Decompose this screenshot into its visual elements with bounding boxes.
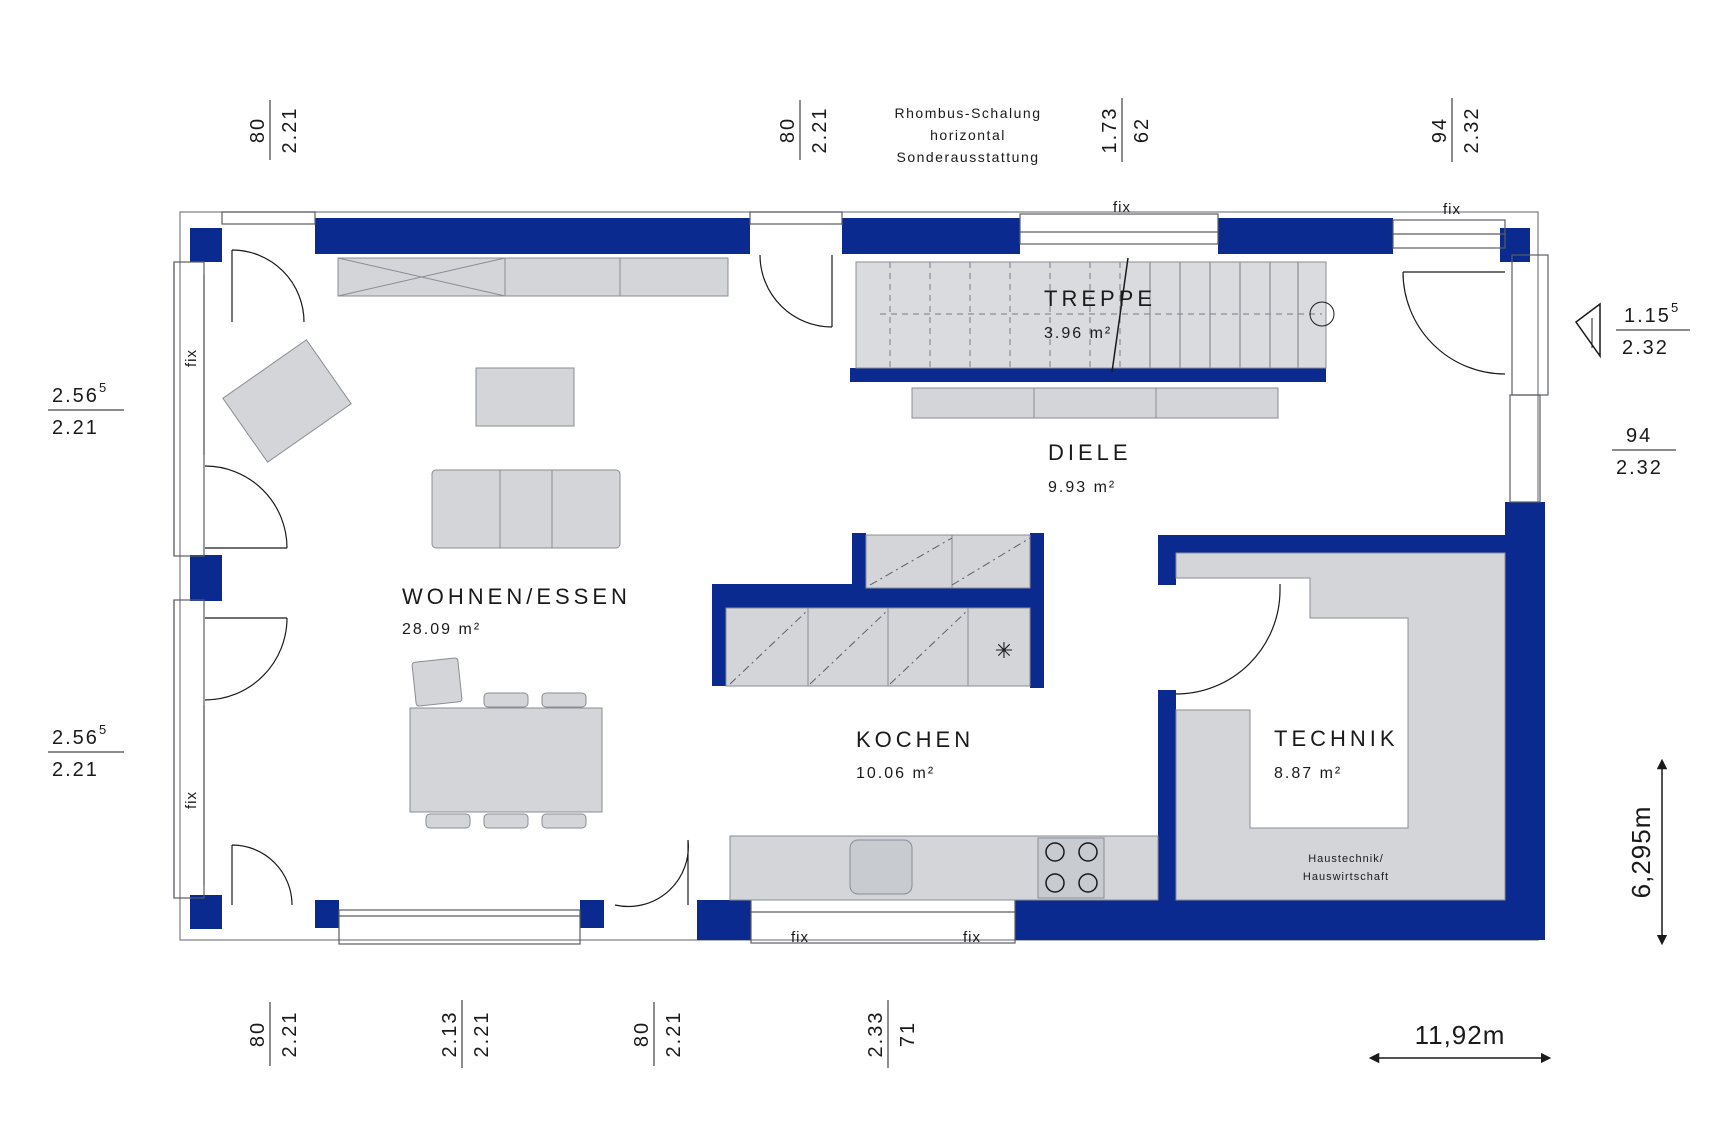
- facade-note-line-1: Rhombus-Schalung: [895, 105, 1042, 121]
- room-area-kochen: 10.06 m²: [856, 765, 935, 782]
- room-name-wohnen: WOHNEN/ESSEN: [402, 584, 631, 609]
- dim-left-1-a: 2.565: [52, 380, 108, 407]
- room-name-diele: DIELE: [1048, 440, 1132, 465]
- dim-right-2-a: 94: [1626, 425, 1652, 447]
- overall-width-label: 11,92m: [1415, 1020, 1506, 1050]
- room-area-wohnen: 28.09 m²: [402, 621, 481, 638]
- door-swings: [204, 249, 1506, 908]
- dim-bottom-4-a: 2.33: [865, 1011, 887, 1058]
- dim-top-3-b: 62: [1131, 117, 1153, 143]
- facade-note-line-2: horizontal: [930, 127, 1006, 143]
- cooktop: [1045, 842, 1098, 893]
- dims-left: 2.565 2.21 2.565 2.21: [48, 380, 124, 781]
- dim-top-4-a: 94: [1429, 117, 1451, 143]
- room-area-diele: 9.93 m²: [1048, 479, 1116, 496]
- technik-note-line-2: Hauswirtschaft: [1303, 871, 1389, 883]
- fix-label-left-1: fix: [183, 349, 200, 367]
- technik-note-line-1: Haustechnik/: [1308, 853, 1384, 865]
- dim-right-2-b: 2.32: [1616, 457, 1663, 479]
- room-area-technik: 8.87 m²: [1274, 765, 1342, 782]
- dims-bottom: 80 2.21 2.13 2.21 80 2.21 2.33 71: [247, 1000, 919, 1068]
- dim-bottom-3-a: 80: [631, 1021, 653, 1047]
- room-name-kochen: KOCHEN: [856, 727, 974, 752]
- staircase: [855, 257, 1335, 373]
- dim-left-1-b: 2.21: [52, 417, 99, 439]
- island-details: [729, 537, 1031, 685]
- fix-label-top-2: fix: [1443, 201, 1461, 218]
- dim-top-1-a: 80: [247, 117, 269, 143]
- overall-dimensions: 11,92m 6,295m: [1368, 758, 1668, 1064]
- star-icon: ✳: [995, 638, 1013, 663]
- technik-floor: [1175, 552, 1506, 901]
- fix-label-left-2: fix: [183, 791, 200, 809]
- dim-bottom-2-a: 2.13: [439, 1011, 461, 1058]
- room-name-treppe: TREPPE: [1044, 286, 1156, 311]
- room-name-technik: TECHNIK: [1274, 726, 1399, 751]
- dim-top-4-b: 2.32: [1461, 107, 1483, 154]
- windows: [173, 211, 1549, 945]
- room-area-treppe: 3.96 m²: [1044, 325, 1112, 342]
- dims-top: 80 2.21 80 2.21 1.73 62 94 2.32: [247, 98, 1483, 162]
- facade-note-line-3: Sonderausstattung: [896, 149, 1039, 165]
- overall-depth-label: 6,295m: [1626, 806, 1656, 899]
- dim-bottom-3-b: 2.21: [663, 1011, 685, 1058]
- dim-top-3-a: 1.73: [1099, 107, 1121, 154]
- dim-bottom-1-a: 80: [247, 1021, 269, 1047]
- fix-label-bottom-2: fix: [963, 929, 981, 946]
- dim-right-1-b: 2.32: [1622, 337, 1669, 359]
- dim-right-1-a: 1.155: [1624, 300, 1680, 327]
- entrance-arrow-icon: [1574, 302, 1601, 359]
- furniture: [222, 257, 1279, 901]
- dim-bottom-4-b: 71: [897, 1021, 919, 1047]
- fix-label-bottom-1: fix: [791, 929, 809, 946]
- dim-bottom-2-b: 2.21: [471, 1011, 493, 1058]
- dim-left-2-b: 2.21: [52, 759, 99, 781]
- dim-bottom-1-b: 2.21: [279, 1011, 301, 1058]
- dim-top-2-b: 2.21: [809, 107, 831, 154]
- dim-top-2-a: 80: [777, 117, 799, 143]
- dim-top-1-b: 2.21: [279, 107, 301, 154]
- dims-right: 1.155 2.32 94 2.32: [1574, 300, 1690, 479]
- fix-label-top-1: fix: [1113, 199, 1131, 216]
- dim-left-2-a: 2.565: [52, 722, 108, 749]
